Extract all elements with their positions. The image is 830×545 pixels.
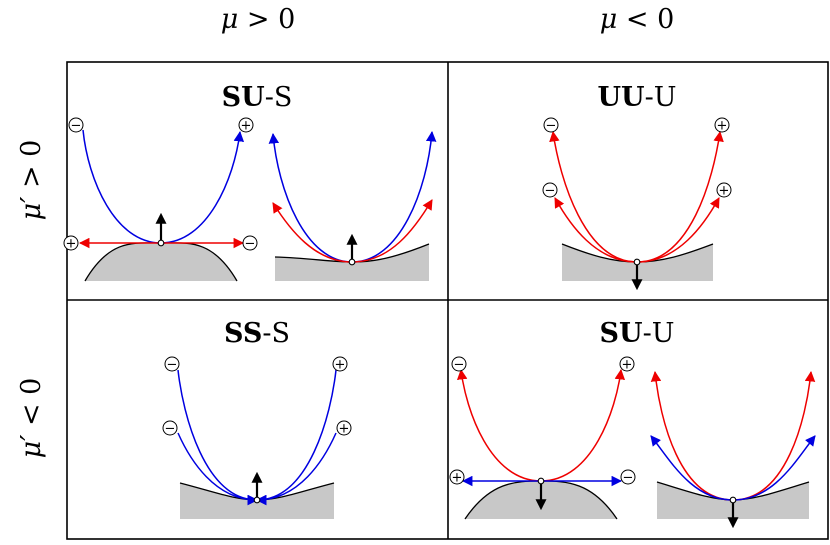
stable-trajectory [177,432,259,506]
stable-trajectory [82,129,162,244]
equilibrium-point [633,258,641,266]
svg-text:+: + [452,471,463,486]
row-header-muprime-positive: μ′ > 0 [16,140,47,221]
svg-text:+: + [66,237,77,252]
stable-trajectory [177,369,259,506]
svg-text:+: + [241,119,252,134]
unstable-trajectory [272,202,353,263]
plus-sign-icon: + [336,420,352,437]
equilibrium-point [537,477,545,485]
stable-trajectory [268,132,353,263]
stable-trajectory [732,435,816,501]
plus-sign-icon: + [449,469,465,486]
svg-text:+: + [719,184,730,199]
unstable-trajectory [650,370,734,501]
minus-sign-icon: − [68,117,84,134]
stable-trajectory [255,369,337,506]
stable-trajectory [351,130,437,263]
plus-sign-icon: + [332,356,348,373]
svg-text:−: − [245,237,256,252]
plus-sign-icon: + [63,235,79,252]
unstable-trajectory [540,368,626,482]
unstable-trajectory [351,199,433,263]
equilibrium-point [253,496,261,504]
stable-trajectory [160,130,245,244]
panel-title-su-u: SU-U [600,318,675,349]
plus-sign-icon: + [716,182,732,199]
unstable-trajectory [554,197,638,263]
svg-text:+: + [339,422,350,437]
equilibrium-point [729,496,737,504]
svg-text:−: − [545,184,556,199]
svg-text:−: − [546,119,557,134]
panel-uu-u: − + − + [542,117,732,291]
obstacle-hill [85,242,237,281]
svg-text:+: + [717,119,728,134]
unstable-trajectory [636,130,724,263]
column-header-mu-negative: μ < 0 [600,4,675,35]
unstable-trajectory [549,130,638,263]
svg-text:−: − [71,119,82,134]
svg-text:+: + [335,358,346,373]
svg-text:+: + [622,358,633,373]
stable-trajectory [650,435,734,501]
plus-sign-icon: + [714,117,730,134]
unstable-trajectory [456,368,542,482]
stable-trajectory [255,432,337,506]
plus-sign-icon: + [238,117,254,134]
minus-sign-icon: − [162,420,178,437]
equilibrium-point [348,258,356,266]
minus-sign-icon: − [164,356,180,373]
minus-sign-icon: − [451,356,467,373]
svg-text:−: − [454,358,465,373]
minus-sign-icon: − [543,117,559,134]
column-header-mu-positive: μ > 0 [221,4,296,35]
svg-text:−: − [165,422,176,437]
panel-title-uu-u: UU-U [598,82,677,113]
unstable-trajectory [732,370,816,501]
svg-text:−: − [623,471,634,486]
minus-sign-icon: − [542,182,558,199]
minus-sign-icon: − [242,235,258,252]
panel-su-s: − + + − [63,117,437,282]
minus-sign-icon: − [620,469,636,486]
panel-title-ss-s: SS-S [224,318,290,349]
row-header-muprime-negative: μ′ < 0 [16,378,47,459]
plus-sign-icon: + [619,356,635,373]
unstable-trajectory [636,197,720,263]
panel-title-su-s: SU-S [222,82,293,113]
svg-text:−: − [167,358,178,373]
panel-su-u: − + + − [449,356,816,529]
panel-ss-s: − + − + [162,356,352,519]
equilibrium-point [157,239,165,247]
